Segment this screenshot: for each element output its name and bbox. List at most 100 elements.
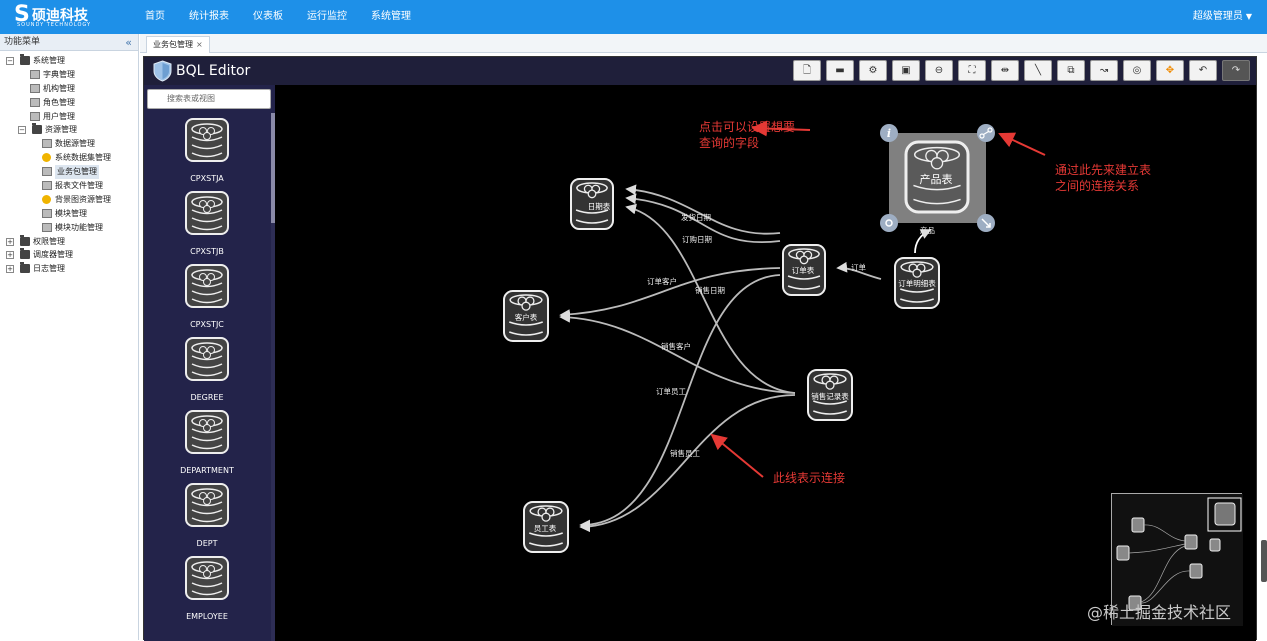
collapse-toggle-icon[interactable]: −	[18, 126, 26, 135]
tree-item[interactable]: 角色管理	[0, 96, 138, 110]
edge-label-product[interactable]: 产品	[920, 226, 935, 235]
nav-monitor[interactable]: 运行监控	[307, 11, 347, 22]
node-product-label[interactable]: 产品表	[919, 173, 953, 186]
node-date-label[interactable]: 日期表	[587, 202, 611, 211]
user-menu[interactable]: 超级管理员▼	[1193, 0, 1252, 34]
main-area: 业务包管理× BQL Editor 🗋 ▬ ⚙ ▣ ⊖ ⛶ ⇹ ╲ ⧉ ↝ ◎ …	[140, 34, 1267, 641]
tree-item[interactable]: 背景图资源管理	[0, 193, 138, 207]
nav-dashboard[interactable]: 仪表板	[253, 11, 283, 22]
route-icon[interactable]: ↝	[1090, 60, 1118, 81]
open-icon[interactable]: ▬	[826, 60, 854, 81]
edge-label-order[interactable]: 订单	[851, 263, 866, 272]
edge-label-sales-employee[interactable]: 销售员工	[670, 449, 700, 458]
save-icon[interactable]: ▣	[892, 60, 920, 81]
line-icon[interactable]: ╲	[1024, 60, 1052, 81]
tree-item[interactable]: 数据源管理	[0, 137, 138, 151]
tree-item-label: 用户管理	[43, 111, 75, 121]
table-list-item[interactable]: CPXSTJC	[144, 263, 270, 335]
close-icon[interactable]: ×	[196, 40, 203, 49]
table-node[interactable]	[904, 140, 970, 214]
expand-toggle-icon[interactable]: +	[6, 251, 14, 260]
target-icon[interactable]: ◎	[1123, 60, 1151, 81]
node-employee-label[interactable]: 员工表	[533, 524, 557, 533]
zoom-out-icon[interactable]: ⊖	[925, 60, 953, 81]
scrollbar-thumb[interactable]	[271, 113, 275, 223]
filter-icon[interactable]: ⇹	[991, 60, 1019, 81]
annotation-arrow-line	[710, 433, 764, 478]
settings-icon[interactable]: ⚙	[859, 60, 887, 81]
tree-item-label: 模块管理	[55, 208, 87, 218]
table-list-item[interactable]: DEPT	[144, 482, 270, 554]
minimap[interactable]	[1111, 493, 1243, 626]
tree-item-label: 系统数据集管理	[55, 153, 111, 163]
edge-label-order-date[interactable]: 订购日期	[682, 235, 712, 244]
tree-item[interactable]: 模块管理	[0, 207, 138, 221]
tree-item[interactable]: + 调度器管理	[0, 248, 138, 262]
node-sales-label[interactable]: 销售记录表	[811, 392, 849, 401]
fit-icon[interactable]: ⛶	[958, 60, 986, 81]
table-list-item[interactable]: EMPLOYEE	[144, 555, 270, 627]
edge-label-sales-date[interactable]: 销售日期	[695, 286, 725, 295]
node-order-label[interactable]: 订单表	[791, 266, 815, 275]
expand-toggle-icon[interactable]: +	[6, 265, 14, 274]
table-list-item[interactable]: CPXSTJB	[144, 190, 270, 262]
page-scrollbar[interactable]	[1261, 540, 1267, 582]
collapse-icon[interactable]: «	[125, 36, 132, 49]
edge-label-sales-customer[interactable]: 销售客户	[661, 342, 691, 351]
table-list-item[interactable]: DEGREE	[144, 336, 270, 408]
nav-home[interactable]: 首页	[145, 11, 165, 22]
tree-item[interactable]: −资源管理	[0, 123, 138, 137]
table-node[interactable]	[503, 290, 549, 342]
table-name: EMPLOYEE	[186, 612, 228, 621]
diagram-canvas[interactable]: i 日期表 订单表 客户表 销售记录表 员工表 订单明细表 产品表 发货日期 订…	[275, 85, 1256, 641]
tree-item[interactable]: 模块功能管理	[0, 221, 138, 235]
tree-item[interactable]: 字典管理	[0, 68, 138, 82]
table-list-item[interactable]: CPXSTJA	[144, 117, 270, 189]
tree-item[interactable]: 报表文件管理	[0, 179, 138, 193]
tree-item[interactable]: + 日志管理	[0, 262, 138, 276]
layout-icon[interactable]: ⧉	[1057, 60, 1085, 81]
tab-business-package[interactable]: 业务包管理×	[146, 36, 210, 53]
database-icon	[185, 264, 229, 308]
scrollbar-track[interactable]	[271, 113, 275, 641]
table-list-item[interactable]: DEPARTMENT	[144, 409, 270, 481]
tree-item[interactable]: 机构管理	[0, 82, 138, 96]
undo-icon[interactable]: ↶	[1189, 60, 1217, 81]
collapse-toggle-icon[interactable]: −	[6, 57, 14, 65]
table-node[interactable]	[523, 501, 569, 553]
annotation-line-hint: 此线表示连接	[773, 471, 846, 485]
nav-system[interactable]: 系统管理	[371, 11, 411, 22]
gear-icon	[880, 214, 898, 232]
tree-item[interactable]: 业务包管理	[0, 165, 138, 180]
new-icon[interactable]: 🗋	[793, 60, 821, 81]
edge-label-order-employee[interactable]: 订单员工	[656, 387, 686, 396]
folder-icon	[20, 248, 30, 260]
table-node[interactable]	[807, 369, 853, 421]
folder-icon	[20, 234, 30, 246]
tree-item[interactable]: −系统管理	[0, 54, 138, 68]
tree-item[interactable]: +权限管理	[0, 234, 138, 249]
compass-icon[interactable]: ✥	[1156, 60, 1184, 81]
redo-icon[interactable]: ↷	[1222, 60, 1250, 81]
edge-label-ship-date[interactable]: 发货日期	[681, 213, 711, 222]
nav-reports[interactable]: 统计报表	[189, 11, 229, 22]
node-orderdetail-label[interactable]: 订单明细表	[898, 279, 936, 288]
table-node[interactable]	[894, 257, 940, 309]
table-name: CPXSTJB	[190, 247, 224, 256]
user-name: 超级管理员	[1192, 11, 1243, 22]
annotation-link-text: 通过此先来建立表 之间的连接关系	[1055, 163, 1152, 193]
tree-item-label: 日志管理	[33, 264, 65, 274]
tree-item[interactable]: 用户管理	[0, 110, 138, 124]
node-customer-label[interactable]: 客户表	[514, 313, 538, 322]
table-search-input[interactable]: 搜索表或视图	[147, 89, 271, 109]
file-icon	[42, 139, 52, 149]
table-node[interactable]	[570, 178, 614, 230]
table-name: DEGREE	[190, 393, 224, 402]
tree-item-label: 调度器管理	[33, 250, 73, 260]
menu-tree: −系统管理字典管理机构管理角色管理用户管理 −资源管理数据源管理系统数据集管理业务…	[0, 51, 138, 276]
tree-item[interactable]: 系统数据集管理	[0, 151, 138, 165]
expand-toggle-icon[interactable]: +	[6, 237, 14, 246]
brand-subtitle: SOUNDY TECHNOLOGY	[17, 22, 92, 28]
table-node[interactable]	[782, 244, 826, 296]
edge-label-order-customer[interactable]: 订单客户	[647, 277, 677, 286]
